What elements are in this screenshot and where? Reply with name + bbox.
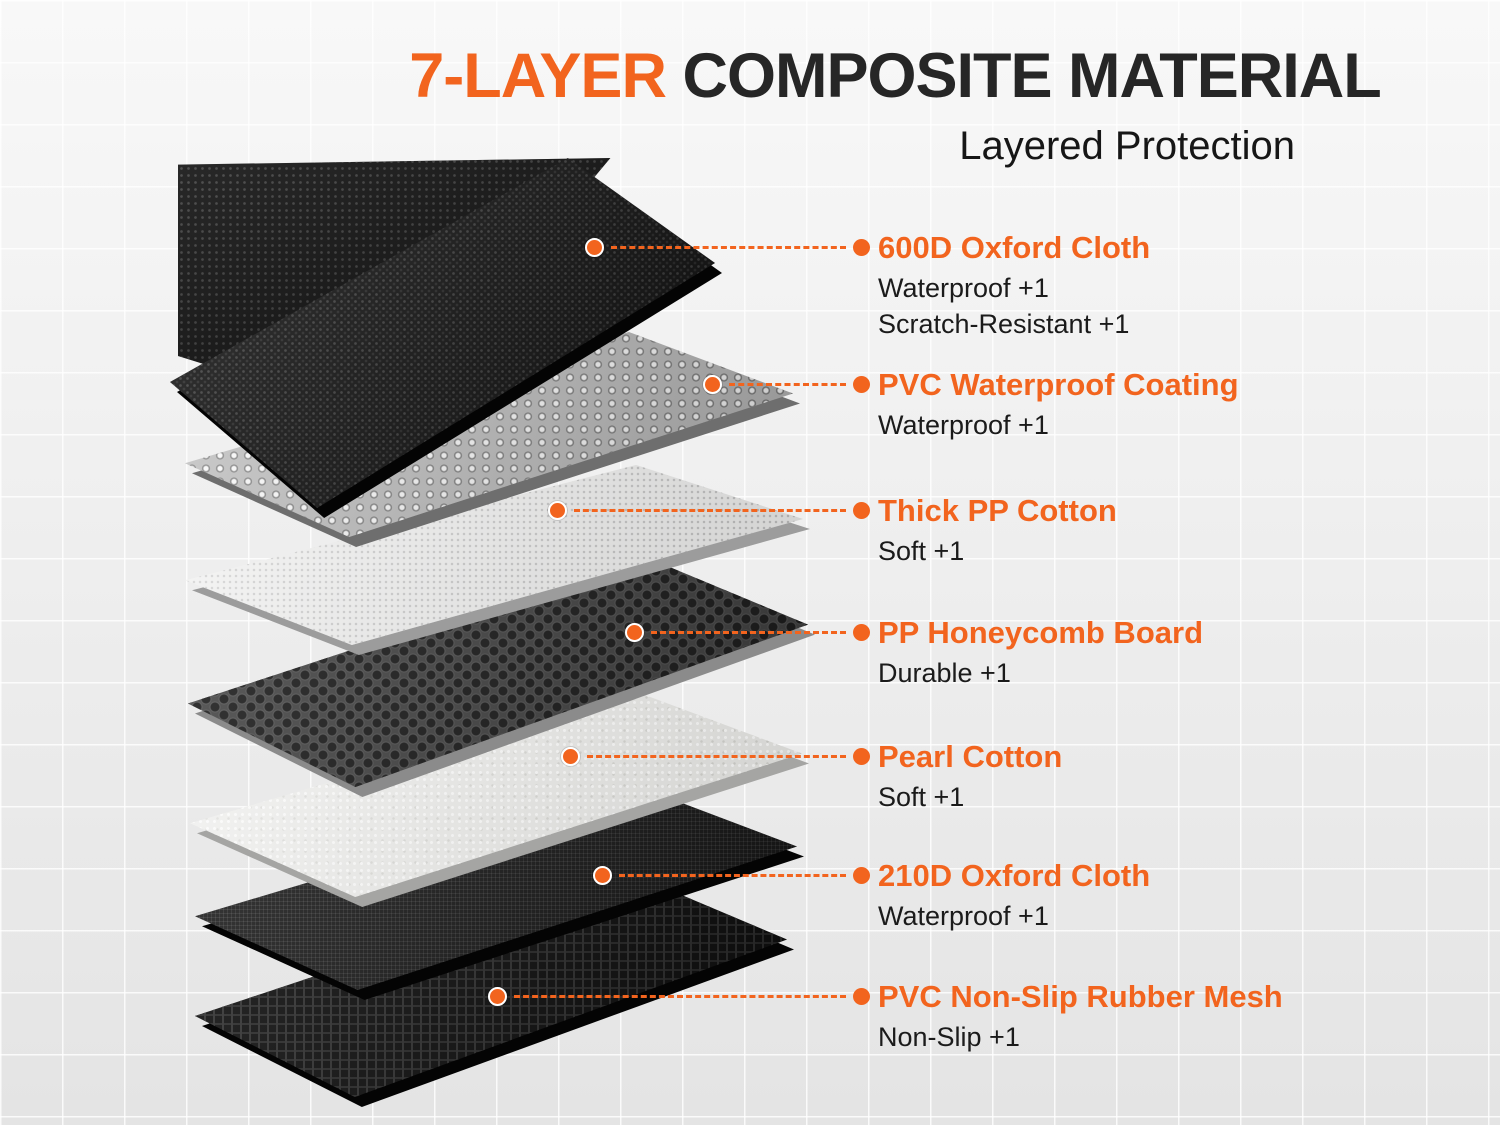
- layer-name: Thick PP Cotton: [878, 493, 1117, 528]
- layer-name: PVC Non-Slip Rubber Mesh: [878, 979, 1283, 1014]
- layer-note-rubber-mesh: PVC Non-Slip Rubber Mesh Non-Slip +1: [878, 978, 1283, 1052]
- callout-dot-icon: [488, 987, 507, 1006]
- callout-dot-icon: [593, 866, 612, 885]
- dashed-leader-line: [619, 874, 846, 877]
- layer-note-pp-honeycomb: PP Honeycomb Board Durable +1: [878, 614, 1203, 688]
- layer-name: PVC Waterproof Coating: [878, 367, 1239, 402]
- layer-sheet-600d-oxford-cloth: [170, 158, 722, 518]
- callout-bullet-icon: [853, 502, 870, 519]
- layer-property: Waterproof +1: [878, 273, 1049, 303]
- callout-dot-icon: [561, 747, 580, 766]
- callout-bullet-icon: [853, 624, 870, 641]
- callout-dot-icon: [703, 375, 722, 394]
- subtitle: Layered Protection: [959, 124, 1295, 168]
- callout-dot-icon: [548, 501, 567, 520]
- layer-name: PP Honeycomb Board: [878, 615, 1204, 650]
- layer-name: 600D Oxford Cloth: [878, 230, 1151, 265]
- dashed-leader-line: [574, 509, 846, 512]
- callout-line-pearl-cotton: [561, 747, 870, 766]
- layer-property: Soft +1: [878, 536, 965, 566]
- dashed-leader-line: [611, 246, 846, 249]
- title-rest: COMPOSITE MATERIAL: [682, 41, 1381, 111]
- title-highlight: 7-LAYER: [409, 41, 667, 111]
- callout-line-thick-pp-cotton: [548, 501, 870, 520]
- callout-bullet-icon: [853, 988, 870, 1005]
- callout-line-pvc-coating: [703, 375, 870, 394]
- callout-line-rubber-mesh: [488, 987, 870, 1006]
- layer-note-600d-oxford: 600D Oxford Cloth Waterproof +1 Scratch-…: [878, 229, 1150, 339]
- callout-dot-icon: [625, 623, 644, 642]
- layer-property: Soft +1: [878, 782, 965, 812]
- callout-bullet-icon: [853, 376, 870, 393]
- layer-property: Waterproof +1: [878, 410, 1049, 440]
- callout-bullet-icon: [853, 867, 870, 884]
- page-title: 7-LAYER COMPOSITE MATERIAL: [300, 40, 1490, 112]
- layer-name: 210D Oxford Cloth: [878, 858, 1151, 893]
- layer-note-pvc-coating: PVC Waterproof Coating Waterproof +1: [878, 366, 1239, 440]
- layer-property: Durable +1: [878, 658, 1011, 688]
- callout-line-600d-oxford: [585, 238, 870, 257]
- callout-line-210d-oxford: [593, 866, 870, 885]
- layer-name: Pearl Cotton: [878, 739, 1063, 774]
- layer-note-thick-pp-cotton: Thick PP Cotton Soft +1: [878, 492, 1117, 566]
- callout-bullet-icon: [853, 239, 870, 256]
- layer-property: Waterproof +1: [878, 901, 1049, 931]
- layer-property: Non-Slip +1: [878, 1022, 1020, 1052]
- dashed-leader-line: [514, 995, 846, 998]
- dashed-leader-line: [587, 755, 846, 758]
- layer-property: Scratch-Resistant +1: [878, 309, 1130, 339]
- callout-dot-icon: [585, 238, 604, 257]
- callout-bullet-icon: [853, 748, 870, 765]
- callout-line-pp-honeycomb: [625, 623, 870, 642]
- dashed-leader-line: [651, 631, 846, 634]
- layer-note-210d-oxford: 210D Oxford Cloth Waterproof +1: [878, 857, 1150, 931]
- layer-note-pearl-cotton: Pearl Cotton Soft +1: [878, 738, 1062, 812]
- dashed-leader-line: [729, 383, 846, 386]
